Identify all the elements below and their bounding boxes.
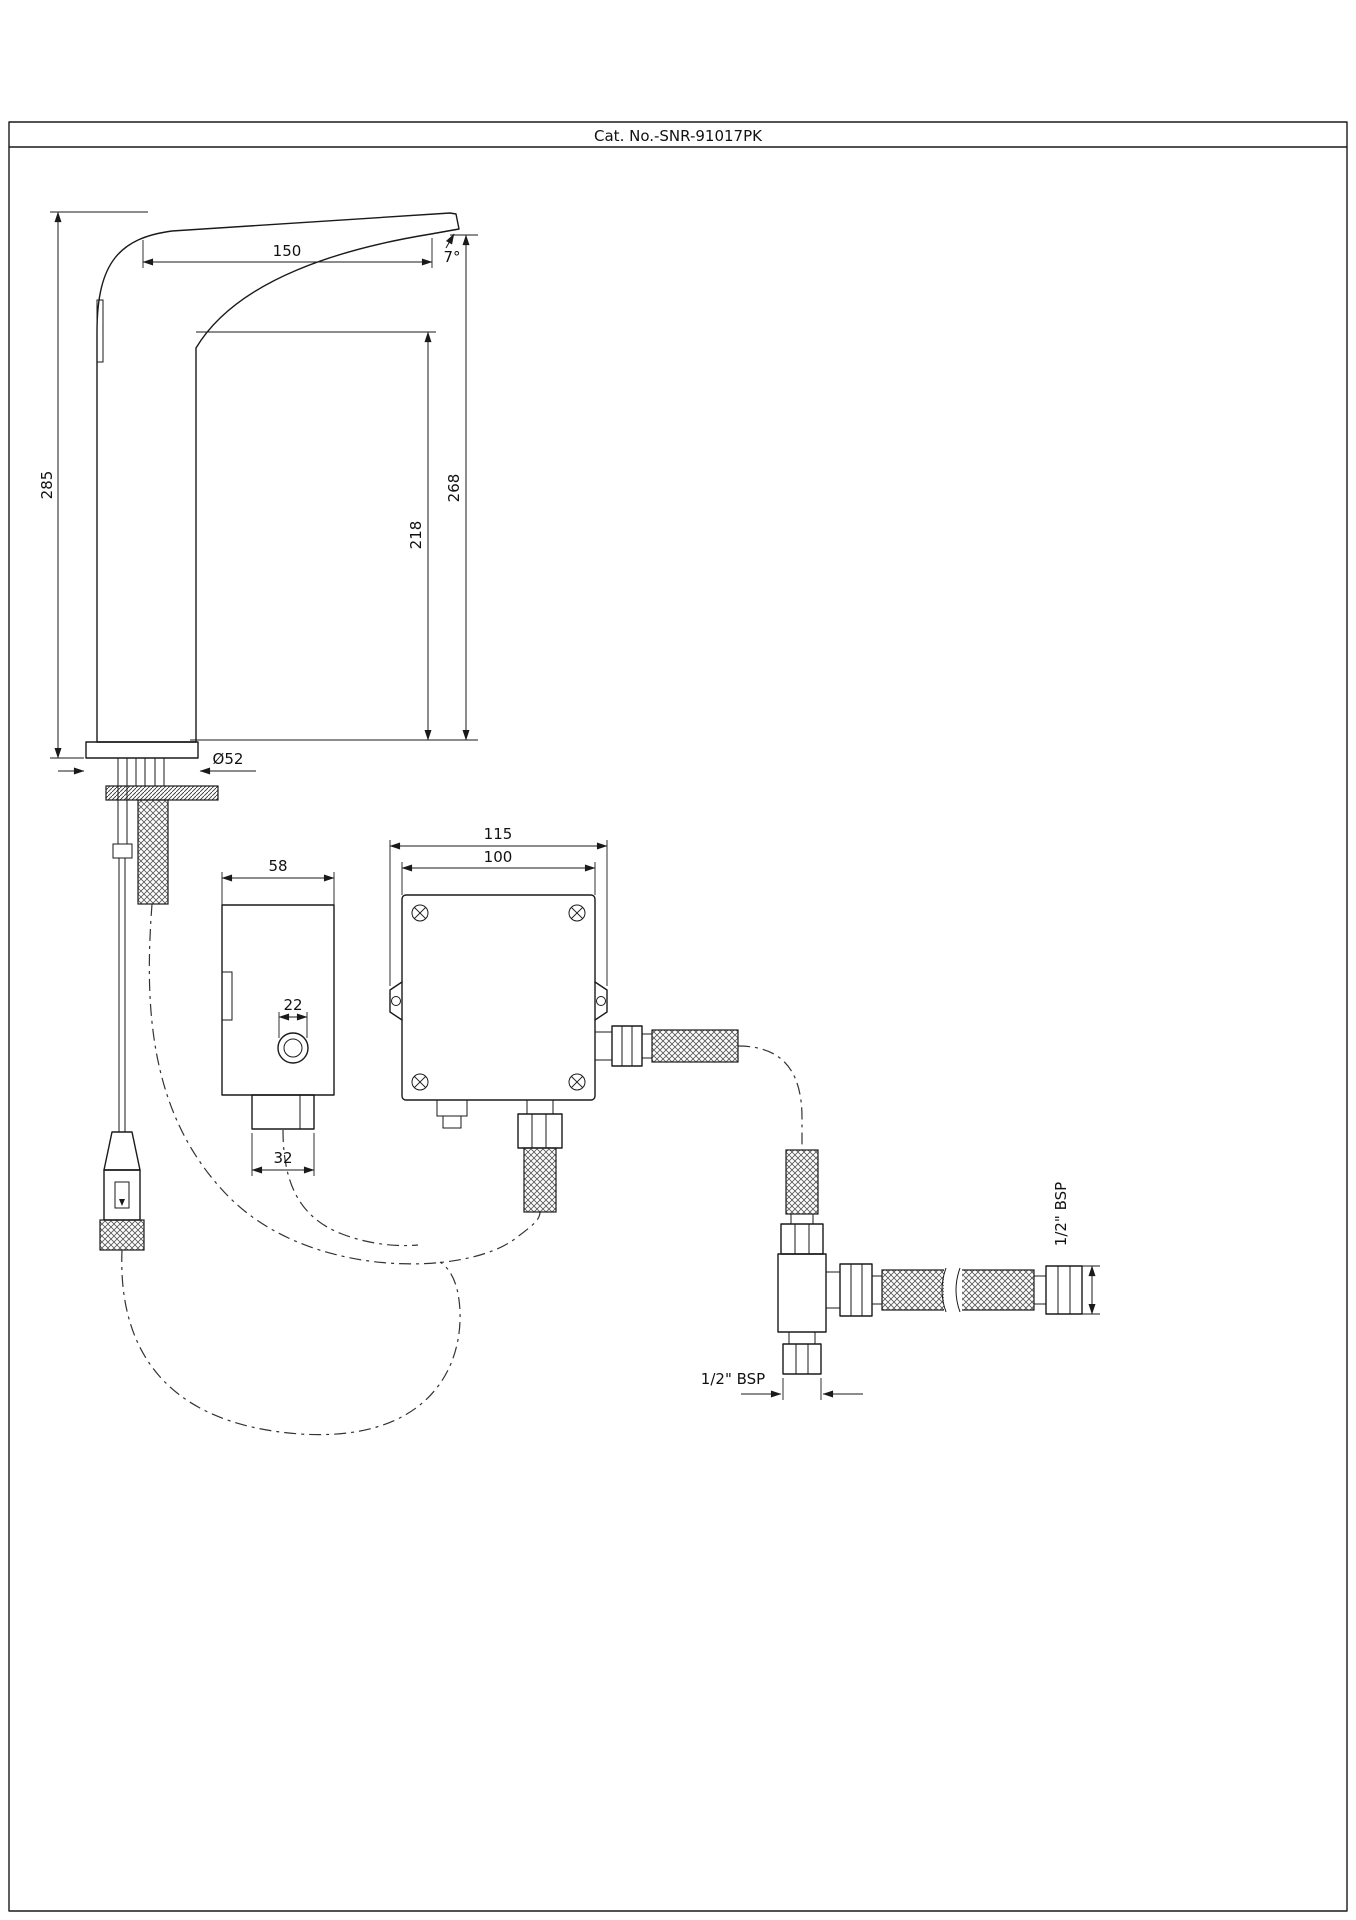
dim-junction-body: 100 xyxy=(401,848,596,895)
sheet-border: Cat. No.-SNR-91017PK xyxy=(8,121,1348,1912)
mounting-ear-right xyxy=(594,981,608,1021)
dim-side-bsp: 1/2" BSP xyxy=(1052,1182,1100,1315)
tee-body xyxy=(777,1253,827,1333)
tee-bottom-hex xyxy=(782,1343,822,1375)
screw-head xyxy=(568,904,586,922)
outer-border xyxy=(8,121,1348,1912)
screw-head xyxy=(411,1073,429,1091)
ear-hole xyxy=(596,996,606,1006)
screw-head xyxy=(568,1073,586,1091)
outlet-hex-nut xyxy=(517,1113,563,1149)
branch-ferrule xyxy=(871,1275,883,1305)
end-collar xyxy=(1033,1275,1047,1305)
screw-icon xyxy=(411,1073,429,1091)
leader-line xyxy=(445,233,455,249)
dim-spout-reach: 150 xyxy=(142,238,433,268)
control-box-outlet xyxy=(251,1094,315,1130)
hose-break-mask xyxy=(944,1266,962,1314)
fixing-bolt-foot xyxy=(112,843,133,859)
screw-icon xyxy=(568,904,586,922)
screw-slot xyxy=(570,1075,584,1089)
cable-routing-curves xyxy=(121,903,803,1436)
outlet-braided-hose xyxy=(523,1147,557,1213)
supply-collar xyxy=(790,1213,814,1225)
inlet-braided-hose xyxy=(651,1029,739,1063)
dim-label-115: 115 xyxy=(484,825,513,843)
cable-connector-slot xyxy=(114,1181,130,1209)
fixing-bolt xyxy=(117,757,128,845)
dim-label-32: 32 xyxy=(273,1149,292,1167)
screw-slot xyxy=(413,906,427,920)
cable-gland-tip xyxy=(442,1115,462,1129)
hose-break-line xyxy=(941,1267,947,1313)
screw-icon xyxy=(568,1073,586,1091)
junction-box-group: 115 100 xyxy=(389,825,739,1213)
faucet-group xyxy=(85,212,460,1251)
supply-braided-hose-vertical xyxy=(785,1149,819,1215)
dim-spout-height: 268 xyxy=(190,234,478,741)
dim-label-218: 218 xyxy=(407,521,425,550)
tee-bottom-collar xyxy=(788,1331,816,1345)
connector-arrow-icon xyxy=(119,1199,125,1206)
mounting-ear-left xyxy=(389,981,403,1021)
end-hex-nut xyxy=(1045,1265,1083,1315)
dim-label-150: 150 xyxy=(273,242,302,260)
label-bottom-bsp: 1/2" BSP xyxy=(701,1370,765,1388)
dim-bottom-bsp: 1/2" BSP xyxy=(701,1370,863,1400)
dim-control-box-width: 58 xyxy=(221,857,335,905)
label-side-bsp: 1/2" BSP xyxy=(1052,1182,1070,1246)
screw-head xyxy=(411,904,429,922)
control-box-group: 58 22 32 xyxy=(221,857,335,1176)
supply-hex-nut xyxy=(780,1223,824,1255)
routing-curve-inlet xyxy=(737,1045,803,1150)
cable-connector-taper xyxy=(103,1131,141,1171)
screw-icon xyxy=(411,904,429,922)
routing-curve-sensor xyxy=(121,1249,461,1436)
faucet-braided-hose xyxy=(137,799,169,905)
inlet-collar xyxy=(594,1031,613,1061)
screw-slot xyxy=(413,1075,427,1089)
dim-base-diameter: Ø52 xyxy=(58,750,256,775)
branch-hex-nut xyxy=(839,1263,873,1317)
faucet-base-flange xyxy=(85,741,199,759)
dim-overall-height: 285 xyxy=(38,211,148,759)
dim-label-285: 285 xyxy=(38,471,56,500)
dim-label-268: 268 xyxy=(445,474,463,503)
hose-break-line xyxy=(955,1267,961,1313)
dim-button: 22 xyxy=(278,996,308,1038)
routing-curve-controlbox xyxy=(282,1129,419,1247)
branch-collar xyxy=(825,1271,841,1309)
dim-outlet-width: 32 xyxy=(251,1133,315,1176)
aerator-edge xyxy=(430,228,460,235)
dim-label-7deg: 7° xyxy=(443,248,460,266)
junction-box-body xyxy=(401,894,596,1101)
cable-connector-body xyxy=(103,1169,141,1221)
screw-slot xyxy=(570,906,584,920)
faucet-profile xyxy=(96,212,460,743)
dim-label-58: 58 xyxy=(268,857,287,875)
dim-label-22: 22 xyxy=(283,996,302,1014)
catalog-number-label: Cat. No.-SNR-91017PK xyxy=(594,127,763,145)
dim-label-dia52: Ø52 xyxy=(213,750,244,768)
sensor-window xyxy=(96,299,104,363)
inlet-ferrule xyxy=(641,1033,653,1059)
dim-body-height: 218 xyxy=(196,331,436,741)
control-box-body xyxy=(221,904,335,1096)
control-box-side-tab xyxy=(221,971,233,1021)
dim-label-100: 100 xyxy=(484,848,513,866)
control-button-outer xyxy=(277,1032,309,1064)
control-button-inner xyxy=(283,1038,303,1058)
ear-hole xyxy=(391,996,401,1006)
tee-fitting-group: 1/2" BSP 1/2" BSP xyxy=(701,1149,1100,1400)
dim-spout-angle: 7° xyxy=(443,233,461,266)
cable-gland xyxy=(436,1099,468,1117)
deck-washer xyxy=(105,785,219,801)
shank-nut xyxy=(135,757,165,787)
outlet-collar xyxy=(526,1099,554,1115)
inlet-hex-nut xyxy=(611,1025,643,1067)
dim-junction-overall: 115 xyxy=(389,825,608,986)
routing-curve-hose xyxy=(148,903,541,1265)
cable-connector-knurl-nut xyxy=(99,1219,145,1251)
